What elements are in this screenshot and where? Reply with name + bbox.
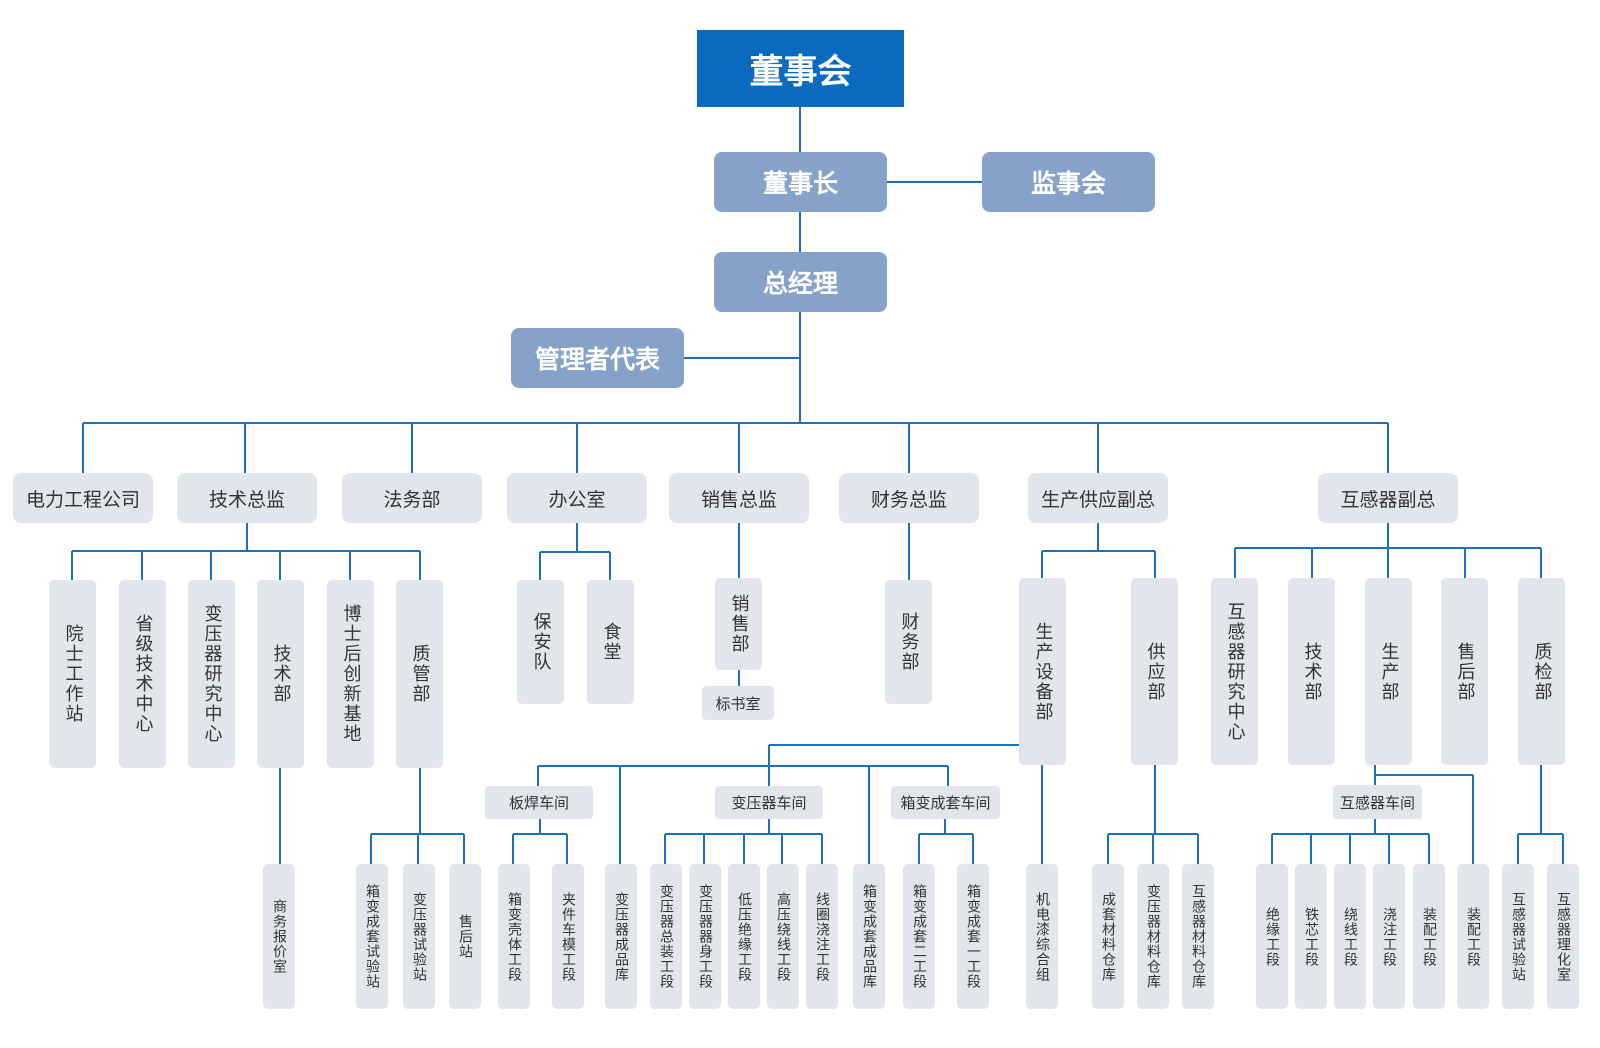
casting-section: 浇注工段: [1373, 864, 1405, 1009]
ct-quality-inspection-dept: 质检部: [1518, 578, 1565, 765]
dept-production-supply-vp: 生产供应副总: [1028, 473, 1168, 523]
general-manager-box: 总经理: [714, 252, 887, 312]
ct-production-department: 生产部: [1365, 578, 1412, 765]
ct-test-station: 互感器试验站: [1502, 864, 1534, 1009]
transformer-research-center-ct: 互感器研究中心: [1211, 578, 1258, 765]
transformer-research-center: 变压器研究中心: [188, 580, 235, 768]
workshop-ct: 互感器车间: [1333, 785, 1422, 819]
production-equipment-dept: 生产设备部: [1019, 578, 1066, 765]
core-section: 铁芯工段: [1295, 864, 1327, 1009]
supply-department: 供应部: [1131, 578, 1178, 765]
canteen: 食堂: [587, 580, 634, 704]
transformer-test-station: 变压器试验站: [403, 864, 435, 1009]
assembly-section-2: 装配工段: [1457, 864, 1489, 1009]
business-quotation-room: 商务报价室: [263, 864, 295, 1009]
ct-after-sales-dept: 售后部: [1441, 578, 1488, 765]
dept-office: 办公室: [507, 473, 647, 523]
dept-power-engineering: 电力工程公司: [13, 473, 153, 523]
ct-physicochemical-room: 互感器理化室: [1547, 864, 1579, 1009]
box-substation-section-2: 箱变成套二工段: [903, 864, 935, 1009]
clamp-mold-section: 夹件车模工段: [552, 864, 584, 1009]
quality-management-dept: 质管部: [396, 580, 443, 768]
transformer-finished-warehouse: 变压器成品库: [605, 864, 637, 1009]
assembly-section-1: 装配工段: [1413, 864, 1445, 1009]
box-substation-test-station: 箱变成套试验站: [356, 864, 388, 1009]
academician-workstation: 院士工作站: [49, 580, 96, 768]
workshop-plate-welding: 板焊车间: [485, 786, 593, 819]
workshop-transformer: 变压器车间: [715, 786, 823, 819]
board-of-directors-box: 董事会: [697, 30, 904, 107]
supervisory-board-box: 监事会: [982, 152, 1155, 212]
ct-material-warehouse: 互感器材料仓库: [1182, 864, 1214, 1009]
box-substation-finished-warehouse: 箱变成套成品库: [853, 864, 885, 1009]
dept-sales-director: 销售总监: [669, 473, 809, 523]
high-voltage-winding-section: 高压绕线工段: [767, 864, 799, 1009]
transformer-body-section: 变压器器身工段: [689, 864, 721, 1009]
tech-department: 技术部: [257, 580, 304, 768]
provincial-tech-center: 省级技术中心: [119, 580, 166, 768]
transformer-material-warehouse: 变压器材料仓库: [1137, 864, 1169, 1009]
sales-department: 销售部: [715, 578, 762, 670]
mech-elec-paint-group: 机电漆综合组: [1026, 864, 1058, 1009]
finance-department: 财务部: [885, 580, 932, 704]
postdoc-innovation-base: 博士后创新基地: [327, 580, 374, 768]
bidding-office: 标书室: [702, 686, 774, 720]
dept-transformer-vp: 互感器副总: [1318, 473, 1458, 523]
insulation-section: 绝缘工段: [1256, 864, 1288, 1009]
low-voltage-insulation-section: 低压绝缘工段: [728, 864, 760, 1009]
dept-tech-director: 技术总监: [177, 473, 317, 523]
dept-finance-director: 财务总监: [839, 473, 979, 523]
coil-casting-section: 线圈浇注工段: [806, 864, 838, 1009]
security-team: 保安队: [517, 580, 564, 704]
dept-legal: 法务部: [342, 473, 482, 523]
complete-set-material-warehouse: 成套材料仓库: [1092, 864, 1124, 1009]
winding-section: 绕线工段: [1334, 864, 1366, 1009]
management-rep-box: 管理者代表: [511, 328, 684, 388]
after-sales-station: 售后站: [449, 864, 481, 1009]
ct-tech-department: 技术部: [1288, 578, 1335, 765]
box-shell-section: 箱变壳体工段: [498, 864, 530, 1009]
workshop-box-substation: 箱变成套车间: [891, 786, 1000, 819]
chairman-box: 董事长: [714, 152, 887, 212]
transformer-assembly-section: 变压器总装工段: [650, 864, 682, 1009]
box-substation-section-1: 箱变成套一工段: [957, 864, 989, 1009]
